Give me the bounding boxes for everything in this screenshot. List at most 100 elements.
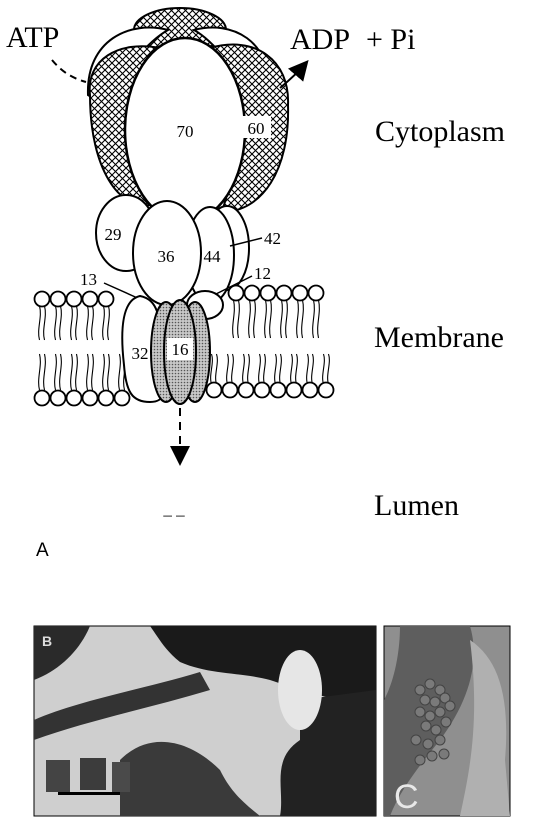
panel-c-particle (430, 697, 440, 707)
lipid-head (293, 286, 308, 301)
lipid-head (271, 383, 286, 398)
lipid-head (261, 286, 276, 301)
panel-c-particle (441, 717, 451, 727)
panel-b-particle-1 (46, 760, 70, 792)
lipid-head (319, 383, 334, 398)
subunit-16-label: 16 (172, 340, 189, 359)
panel-c-particle (415, 685, 425, 695)
lipid-tail (87, 306, 89, 340)
subunit-42-label: 42 (264, 229, 281, 248)
lipid-tail (318, 300, 320, 338)
lumen-label: Lumen (374, 489, 459, 522)
lipid-head (51, 391, 66, 406)
lipid-tail (76, 354, 78, 390)
panel-c-particle (423, 739, 433, 749)
lipid-tail (265, 300, 267, 338)
panel-c-particle (439, 749, 449, 759)
lipid-tail (243, 354, 245, 384)
lipid-tail (60, 306, 62, 340)
membrane-label: Membrane (374, 321, 504, 354)
lipid-tail (92, 354, 94, 390)
subunit-12-label: 12 (254, 264, 271, 283)
lipid-head (223, 383, 238, 398)
lipid-tail (328, 354, 330, 384)
lipid-tail (233, 300, 235, 338)
lipid-head (115, 391, 130, 406)
panel-b-particle-3 (112, 762, 130, 792)
lipid-tail (103, 306, 105, 340)
lipid-tail (238, 300, 240, 338)
lipid-head (239, 383, 254, 398)
lipid-tail (87, 354, 89, 390)
subunit-70-label: 70 (177, 122, 194, 141)
panel-c-particle (435, 735, 445, 745)
lipid-tail (227, 354, 229, 384)
panel-c-particle (445, 701, 455, 711)
lipid-tail (302, 300, 304, 338)
lipid-head (35, 391, 50, 406)
lipid-head (83, 292, 98, 307)
lipid-head (287, 383, 302, 398)
panel-c-particle (425, 679, 435, 689)
panel-c-letter: C (394, 778, 419, 816)
lipid-tail (313, 300, 315, 338)
lipid-head (67, 391, 82, 406)
lipid-tail (39, 306, 41, 340)
lipid-head (67, 292, 82, 307)
lipid-tail (55, 306, 57, 340)
lipid-tail (71, 306, 73, 340)
lipid-head (277, 286, 292, 301)
lipid-head (35, 292, 50, 307)
lipid-head (229, 286, 244, 301)
lipid-head (83, 391, 98, 406)
cytoplasm-label: Cytoplasm (375, 115, 505, 148)
lipid-tail (270, 300, 272, 338)
panel-c-particle (431, 725, 441, 735)
lipid-tail (232, 354, 234, 384)
atp-label: ATP (6, 21, 59, 54)
lipid-tail (248, 354, 250, 384)
lipid-tail (44, 306, 46, 340)
lipid-tail (323, 354, 325, 384)
lipid-tail (55, 354, 57, 390)
atp-inflow-arrow (52, 60, 86, 82)
panel-b-scale-bar (58, 792, 120, 795)
panel-c-micrograph: C (384, 626, 510, 816)
lipid-tail (254, 300, 256, 338)
lipid-tail (44, 354, 46, 390)
lipid-tail (291, 354, 293, 384)
lipid-tail (297, 300, 299, 338)
panel-c-particle (415, 755, 425, 765)
lipid-tail (211, 354, 213, 384)
panel-b-letter: B (42, 633, 52, 649)
lipid-tail (216, 354, 218, 384)
lipid-tail (280, 354, 282, 384)
lipid-tail (108, 354, 110, 390)
subunit-29-label: 29 (105, 225, 122, 244)
panel-c-particle (411, 735, 421, 745)
lipid-tail (60, 354, 62, 390)
lipid-tail (249, 300, 251, 338)
lipid-head (99, 391, 114, 406)
subunit-32-label: 32 (132, 344, 149, 363)
lipid-head (99, 292, 114, 307)
panel-c-particle (425, 711, 435, 721)
lipid-tail (312, 354, 314, 384)
lipid-tail (275, 354, 277, 384)
panel-a-letter: A (36, 540, 49, 561)
subunit-60-label: 60 (248, 119, 265, 138)
subunit-44-label: 44 (204, 247, 222, 266)
panel-c-particle (435, 707, 445, 717)
lipid-tail (76, 306, 78, 340)
lipid-head (51, 292, 66, 307)
lipid-tail (39, 354, 41, 390)
lipid-tail (307, 354, 309, 384)
lipid-tail (281, 300, 283, 338)
panel-b-particle-2 (80, 758, 106, 790)
lipid-tail (259, 354, 261, 384)
panel-c-particle (420, 695, 430, 705)
panel-b-light-blob (278, 650, 322, 730)
lipid-tail (296, 354, 298, 384)
panel-a-schematic: 70 60 29 44 36 42 13 12 32 (6, 8, 505, 561)
